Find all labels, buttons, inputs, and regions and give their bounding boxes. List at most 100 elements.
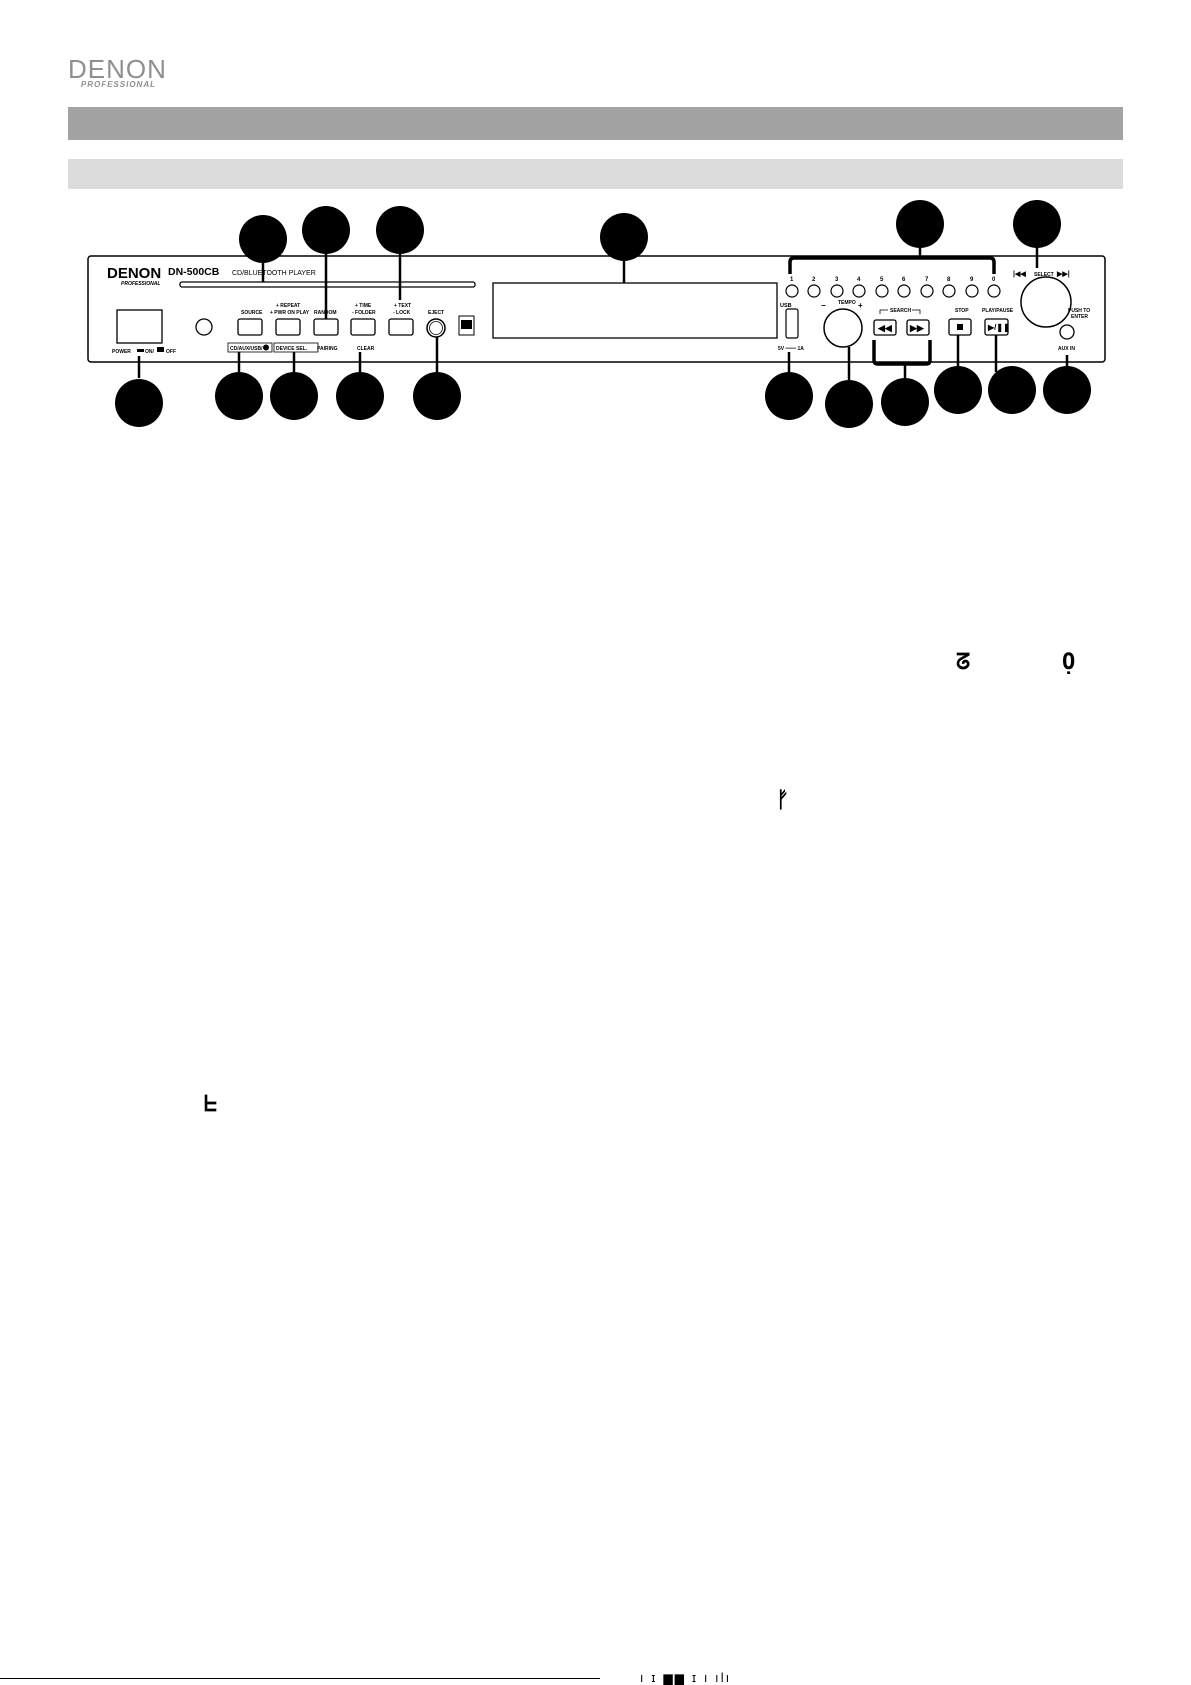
display-window bbox=[492, 282, 778, 339]
text-label-1: + TEXT bbox=[394, 303, 411, 309]
section-header-bar bbox=[68, 107, 1123, 140]
select-knob bbox=[1020, 276, 1072, 328]
search-back-button bbox=[873, 319, 897, 336]
callout-aux-in bbox=[1043, 366, 1091, 414]
usb-spec-label: 5V ═══ 1A bbox=[778, 346, 804, 352]
tempo-knob bbox=[823, 308, 863, 348]
callout-number-buttons bbox=[896, 200, 944, 248]
number-button-3 bbox=[830, 284, 844, 298]
callout-power bbox=[115, 379, 163, 427]
prev-track-icon: |◀◀ bbox=[1013, 271, 1026, 278]
callouts-bottom bbox=[115, 335, 1091, 428]
device-sel-label: DEVICE SEL. bbox=[276, 346, 308, 352]
logo-brand: DENON bbox=[68, 54, 167, 84]
source-button bbox=[237, 318, 263, 336]
text-button bbox=[388, 318, 414, 336]
callout-disc-slot bbox=[239, 215, 287, 263]
callout-usb bbox=[765, 372, 813, 420]
number-label-4: 4 bbox=[857, 277, 861, 283]
tempo-minus: − bbox=[821, 301, 826, 310]
stray-glyph-1: ᘔ bbox=[956, 650, 971, 675]
logo-sub: PROFESSIONAL bbox=[80, 80, 156, 89]
play-pause-icon: ▶/❚❚ bbox=[987, 323, 1010, 333]
callout-tempo bbox=[825, 380, 873, 428]
footer-marks: ı ɪ ▆▆ ɪ ı ılı bbox=[640, 1671, 732, 1685]
stop-label: STOP bbox=[955, 308, 969, 314]
number-label-5: 5 bbox=[880, 277, 884, 283]
number-label-7: 7 bbox=[925, 277, 929, 283]
source-sub-label: CD/AUX/USB/ bbox=[230, 346, 263, 352]
number-button-7 bbox=[920, 284, 934, 298]
usb-label: USB bbox=[780, 303, 792, 309]
random-button bbox=[313, 318, 339, 336]
enter-label: ENTER bbox=[1071, 314, 1088, 320]
callout-search bbox=[881, 378, 929, 426]
panel-brand-sub: PROFESSIONAL bbox=[121, 281, 160, 287]
time-label-2: - FOLDER bbox=[352, 310, 376, 316]
number-label-0: 0 bbox=[992, 277, 996, 283]
stray-glyph-4: ᖶ bbox=[204, 1092, 218, 1117]
subsection-header-bar bbox=[68, 159, 1123, 189]
search-label: SEARCH bbox=[890, 308, 912, 314]
search-forward-button bbox=[906, 319, 930, 336]
rewind-icon: ◀◀ bbox=[877, 323, 893, 333]
repeat-label-1: + REPEAT bbox=[276, 303, 300, 309]
stray-glyph-3: ᚠ bbox=[776, 788, 790, 813]
callouts-top bbox=[239, 200, 1061, 319]
power-on-icon bbox=[137, 349, 144, 352]
text-label-2: - LOCK bbox=[393, 310, 411, 316]
callout-play-pause bbox=[988, 366, 1036, 414]
power-button bbox=[116, 309, 163, 344]
source-sub-box bbox=[227, 342, 273, 353]
device-sel-box bbox=[273, 342, 319, 353]
eject-label: EJECT bbox=[428, 310, 444, 316]
callout-text bbox=[376, 206, 424, 254]
remote-sensor bbox=[195, 318, 213, 336]
number-buttons: 1 2 3 4 5 6 7 8 9 0 bbox=[785, 277, 1001, 298]
number-button-6 bbox=[897, 284, 911, 298]
clear-label: CLEAR bbox=[357, 346, 375, 352]
stop-icon bbox=[957, 324, 963, 330]
time-label-1: + TIME bbox=[355, 303, 372, 309]
tempo-plus: + bbox=[858, 301, 863, 310]
number-label-9: 9 bbox=[970, 277, 974, 283]
power-label: POWER bbox=[112, 349, 131, 355]
tempo-label: TEMPO bbox=[838, 300, 856, 306]
select-label: SELECT bbox=[1034, 272, 1054, 278]
panel-model-desc: CD/BLUETOOTH PLAYER bbox=[232, 270, 316, 277]
footer-rule bbox=[0, 1678, 600, 1679]
stray-glyph-2: Ọ bbox=[1062, 650, 1076, 675]
callout-time bbox=[336, 372, 384, 420]
source-label: SOURCE bbox=[241, 310, 263, 316]
number-label-3: 3 bbox=[835, 277, 839, 283]
push-to-label: PUSH TO bbox=[1068, 308, 1090, 314]
callout-stop bbox=[934, 366, 982, 414]
number-button-8 bbox=[942, 284, 956, 298]
bluetooth-icon bbox=[263, 344, 269, 351]
front-panel-diagram: DENON PROFESSIONAL DN-500CB CD/BLUETOOTH… bbox=[0, 190, 1191, 440]
number-button-4 bbox=[852, 284, 866, 298]
callout-eject bbox=[413, 372, 461, 420]
next-track-icon: ▶▶| bbox=[1056, 271, 1070, 278]
power-off-icon bbox=[157, 347, 164, 352]
aux-in-jack bbox=[1059, 324, 1075, 340]
play-pause-label: PLAY/PAUSE bbox=[982, 308, 1014, 314]
number-button-5 bbox=[875, 284, 889, 298]
time-button bbox=[350, 318, 376, 336]
panel-model: DN-500CB bbox=[168, 266, 220, 278]
number-button-2 bbox=[807, 284, 821, 298]
number-label-1: 1 bbox=[790, 277, 794, 283]
panel-brand: DENON bbox=[107, 265, 161, 282]
disc-slot bbox=[179, 281, 476, 288]
aux-in-label: AUX IN bbox=[1058, 346, 1075, 352]
callout-display bbox=[600, 213, 648, 261]
fast-forward-icon: ▶▶ bbox=[909, 323, 925, 333]
number-button-9 bbox=[965, 284, 979, 298]
callout-source bbox=[215, 372, 263, 420]
usb-port bbox=[785, 308, 799, 339]
callout-select-knob bbox=[1013, 200, 1061, 248]
repeat-label-2: + PWR ON PLAY bbox=[270, 310, 310, 316]
power-on-label: ON/ bbox=[145, 349, 155, 355]
repeat-button bbox=[275, 318, 301, 336]
denon-logo: DENON PROFESSIONAL bbox=[68, 54, 167, 89]
